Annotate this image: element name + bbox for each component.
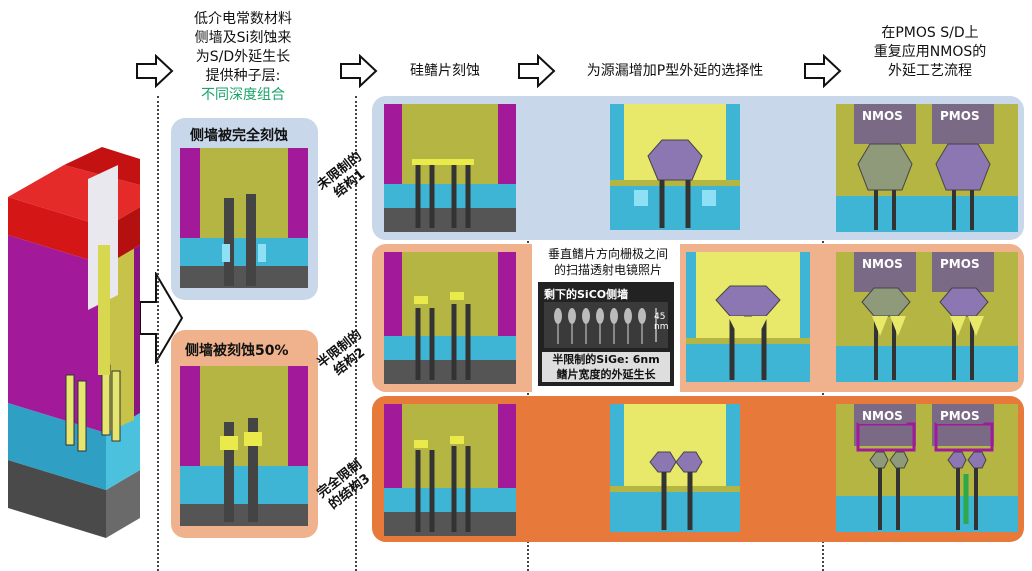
col1-panel-top xyxy=(180,148,308,288)
nmos-tag: NMOS xyxy=(858,256,907,272)
tem-title: 垂直鳍片方向栅极之间 的扫描透射电镜照片 xyxy=(536,246,680,278)
pmos-tag: PMOS xyxy=(936,408,984,424)
separator-line xyxy=(355,96,357,571)
tem-inner-bottom-line1: 半限制的SiGe: 6nm xyxy=(552,353,660,366)
header-col4-line2: 重复应用NMOS的 xyxy=(873,44,987,60)
col1-label-top: 侧墙被完全刻蚀 xyxy=(190,128,288,144)
header-col2: 硅鳍片刻蚀 xyxy=(410,63,480,79)
arrow-right-icon xyxy=(804,54,842,88)
fin-3d-illustration xyxy=(8,147,140,538)
header-col4: 在PMOS S/D上 重复应用NMOS的 外延工艺流程 xyxy=(855,24,1005,81)
header-col1-line4: 提供种子层: xyxy=(205,68,281,84)
col1-panel-bottom xyxy=(180,366,308,526)
header-col1-line2: 侧墙及Si刻蚀来 xyxy=(194,30,292,46)
tem-scale: 45 nm xyxy=(654,312,669,332)
p-epi-panel-3 xyxy=(610,404,740,532)
pmos-tag: PMOS xyxy=(936,256,984,272)
p-epi-panel-1 xyxy=(610,104,740,230)
tem-inner-top: 剩下的SiCO侧墙 xyxy=(544,288,629,301)
arrow-right-icon xyxy=(518,54,556,88)
nmos-tag: NMOS xyxy=(858,108,907,124)
tem-title-line1: 垂直鳍片方向栅极之间 xyxy=(547,247,668,261)
cmos-panel-1 xyxy=(836,104,1018,232)
pmos-tag: PMOS xyxy=(936,108,984,124)
fin-etch-panel-3 xyxy=(384,404,516,536)
fin-etch-panel-2 xyxy=(384,252,516,384)
cmos-panel-2 xyxy=(836,252,1018,382)
header-col4-line1: 在PMOS S/D上 xyxy=(881,25,979,41)
fin-etch-panel-1 xyxy=(384,104,516,232)
header-col3: 为源漏增加P型外延的选择性 xyxy=(586,63,764,79)
arrow-right-icon xyxy=(139,272,184,364)
tem-inner-bottom: 半限制的SiGe: 6nm 鳍片宽度的外延生长 xyxy=(542,352,670,382)
separator-line xyxy=(157,96,159,571)
header-col1: 低介电常数材料 侧墙及Si刻蚀来 为S/D外延生长 提供种子层: 不同深度组合 xyxy=(168,10,318,105)
arrow-right-icon xyxy=(340,54,378,88)
header-col4-line3: 外延工艺流程 xyxy=(888,63,972,79)
header-col1-line1: 低介电常数材料 xyxy=(194,11,292,27)
tem-image: 剩下的SiCO侧墙 45 nm 半限制的SiGe: 6nm 鳍片宽度的外延生长 xyxy=(538,282,674,386)
col1-label-bottom: 侧墙被刻蚀50% xyxy=(185,343,289,359)
header-col1-green: 不同深度组合 xyxy=(201,87,285,103)
tem-inner-bottom-line2: 鳍片宽度的外延生长 xyxy=(556,368,656,381)
tem-title-line2: 的扫描透射电镜照片 xyxy=(553,263,662,277)
nmos-tag: NMOS xyxy=(858,408,907,424)
header-col1-line3: 为S/D外延生长 xyxy=(195,49,291,65)
p-epi-panel-2 xyxy=(686,252,810,382)
arrow-right-icon xyxy=(136,54,174,88)
